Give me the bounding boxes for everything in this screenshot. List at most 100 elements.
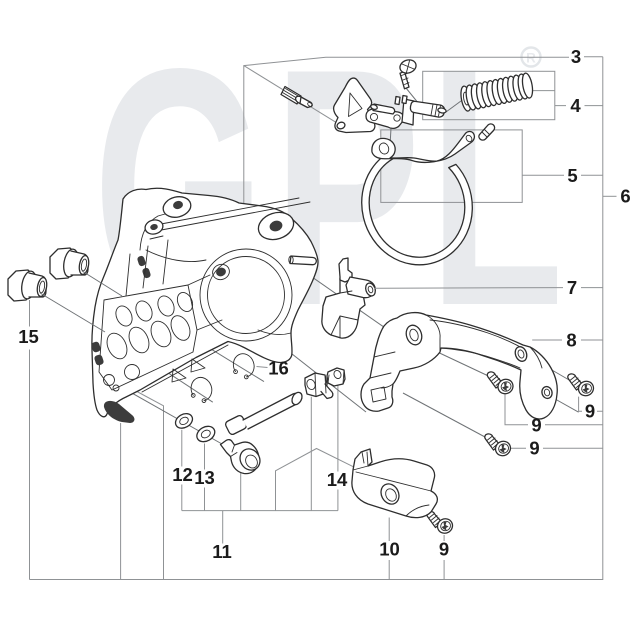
callout-11: 11	[212, 541, 232, 562]
part-guard-10	[351, 448, 438, 519]
part-tensioner-nut-14b	[326, 367, 346, 387]
group6-bracket	[29, 56, 604, 580]
callout-9a: 9	[531, 415, 541, 436]
part-washer-13-shape-1	[196, 425, 216, 443]
part-washer-12	[174, 412, 194, 429]
part-clutch-cover-shape-32	[103, 400, 135, 423]
part-brake-band	[361, 130, 476, 266]
axis-bolts-cover	[39, 270, 123, 333]
leader-zigzag	[275, 447, 358, 511]
leader-9a	[504, 393, 603, 426]
callout-labels: 3 4 5 6 7 8 9 9 9 9 10 11 12 13 14 15 16	[18, 46, 630, 562]
part-clutch-cover-shape-37	[257, 329, 292, 335]
part-screw-9c	[484, 433, 514, 460]
part-clutch-cover-shape-13	[150, 223, 158, 231]
part-brake-band-shape-1	[361, 153, 473, 266]
part-shaft-11-shape-3	[291, 391, 303, 406]
part-latch-7-shape-2	[338, 257, 353, 283]
part-arm-8	[360, 311, 558, 420]
part-screw-9b	[567, 373, 597, 400]
part-brake-band-shape-4	[465, 134, 473, 143]
part-guard-10-shape-2	[352, 451, 432, 492]
callout-9d: 9	[439, 539, 449, 560]
part-brake-band-shape-3	[378, 142, 390, 155]
part-circlip-16a-shape-2	[201, 398, 207, 403]
part-linkage-shape-4	[372, 103, 396, 115]
part-clutch-cover-shape-6	[212, 263, 230, 281]
axis-plunger-spring	[445, 99, 464, 113]
part-arm-8-shape-7	[514, 346, 528, 362]
part-arm-8-shape-11	[369, 351, 396, 403]
part-plunger-rod-shape-3	[437, 107, 447, 114]
part-bolt-15a	[7, 269, 48, 302]
part-screw-3-top-shape-2	[401, 73, 410, 85]
callout-16: 16	[268, 358, 289, 379]
part-clutch-cover-shape-4	[199, 248, 293, 342]
part-tensioner-block-14a-shape-4	[314, 372, 327, 397]
watermark-registered-letter: R	[526, 51, 536, 66]
part-bolt-15a-shape-5	[38, 280, 46, 294]
part-clutch-cover-shape-5	[207, 256, 285, 334]
part-circlip-16b-shape-1	[232, 353, 255, 378]
part-clutch-cover-shape-36	[145, 249, 207, 262]
part-shaft-11	[224, 391, 303, 436]
callout-6: 6	[620, 186, 630, 207]
part-screw-9d	[426, 510, 456, 537]
part-arm-8-shape-3	[429, 319, 525, 350]
part-shaft-11-shape-1	[224, 414, 248, 436]
part-clutch-cover	[91, 187, 319, 423]
callout-9b: 9	[585, 401, 595, 422]
callout-7: 7	[567, 277, 577, 298]
leader-11	[181, 471, 338, 544]
part-spring-4-shape-14	[521, 72, 534, 99]
part-clutch-cover-shape-25	[124, 364, 140, 380]
part-linkage-shape-5	[370, 103, 378, 111]
callout-10: 10	[379, 539, 400, 560]
part-spring-4	[460, 72, 534, 112]
leader-lines	[29, 56, 617, 580]
leader-7	[374, 287, 603, 289]
part-clutch-cover-shape-22	[128, 326, 150, 354]
callout-5: 5	[567, 165, 577, 186]
part-clutch-cover-shape-9	[173, 200, 183, 210]
part-clutch-cover-shape-7	[216, 267, 226, 277]
part-screw-3-top-shape-1	[399, 70, 410, 90]
part-guard-10-shape-5	[361, 451, 430, 517]
part-knob-11-shape-4	[230, 444, 238, 457]
part-knob-11-shape-3	[245, 454, 258, 469]
callout-13: 13	[194, 467, 215, 488]
part-brake-lever	[332, 77, 376, 134]
callout-15: 15	[18, 326, 39, 347]
part-washer-13-shape-2	[200, 429, 211, 439]
part-clutch-cover-shape-15	[288, 255, 294, 265]
part-bolt-15b-shape-5	[80, 258, 88, 272]
part-arm-8-shape-10	[543, 388, 551, 397]
part-brake-lever-shape-3	[336, 121, 346, 130]
part-clutch-cover-shape-29	[94, 354, 104, 366]
part-tensioner-nut-14b-shape-2	[333, 369, 342, 380]
callout-8: 8	[566, 330, 576, 351]
part-circlip-16a-shape-3	[190, 393, 196, 398]
part-clutch-cover-shape-17	[115, 305, 133, 327]
part-washer-13	[196, 425, 216, 443]
part-screw-3-top	[399, 59, 417, 90]
part-arm-8-shape-5	[405, 324, 423, 346]
part-tensioner-block-14a-shape-3	[320, 383, 334, 400]
part-latch-7-shape-6	[322, 290, 359, 339]
part-arm-8-shape-8	[517, 349, 525, 359]
part-clutch-cover-shape-28	[91, 341, 101, 353]
part-arm-8-shape-2	[425, 314, 441, 353]
callout-3: 3	[571, 46, 581, 67]
part-circlip-16b-shape-2	[243, 374, 249, 380]
part-clutch-cover-shape-35	[125, 239, 223, 331]
axis-armfoot-screw9c	[402, 392, 486, 438]
part-knob-11	[219, 438, 261, 475]
part-brake-lever-shape-2	[348, 92, 363, 117]
part-band-pin-shape-2	[481, 129, 490, 138]
part-screw-3-top-shape-4	[401, 60, 415, 73]
part-clutch-cover-shape-18	[135, 300, 153, 322]
part-linkage-shape-3	[393, 114, 401, 122]
leader-cover-2	[135, 390, 164, 580]
part-clutch-cover-shape-24	[170, 315, 191, 341]
